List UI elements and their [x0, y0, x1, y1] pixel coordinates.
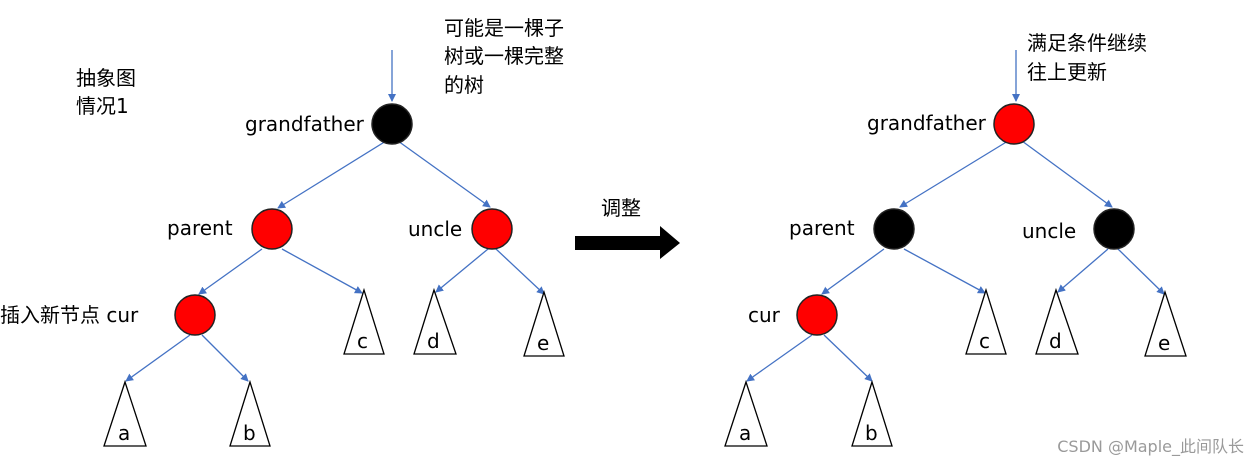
- edge-parent-cur: [821, 248, 885, 295]
- edge-uncle-d: [1057, 248, 1109, 293]
- left-subtree-d-label: d: [427, 329, 440, 353]
- right-subtree-c: [965, 287, 1007, 355]
- left-subtree-d: [413, 287, 457, 355]
- right-subtree-a: [724, 379, 768, 447]
- right-subtree-b-label: b: [865, 421, 878, 445]
- right-grandfather-label: grandfather: [867, 111, 987, 135]
- right-tree: 满足条件继续 往上更新 grandfather parent uncle cur…: [724, 31, 1187, 447]
- right-cur-node: [796, 294, 838, 336]
- left-parent-label: parent: [167, 216, 233, 240]
- left-subtree-a: [103, 379, 147, 447]
- right-parent-node: [873, 208, 915, 250]
- left-grandfather-label: grandfather: [245, 112, 365, 136]
- edge-parent-c: [281, 248, 363, 294]
- edge-grandfather-parent: [277, 140, 387, 209]
- left-caption-line1: 抽象图: [76, 66, 136, 90]
- right-note-line2: 往上更新: [1027, 60, 1107, 84]
- left-subtree-e: [523, 289, 565, 357]
- right-subtree-e: [1144, 289, 1187, 357]
- watermark: CSDN @Maple_此间队长: [1057, 437, 1244, 457]
- left-subtree-a-label: a: [118, 421, 130, 445]
- left-caption-line2: 情况1: [76, 94, 129, 118]
- edge-grandfather-parent: [899, 140, 1009, 208]
- left-subtree-c: [343, 287, 385, 355]
- left-uncle-label: uncle: [408, 217, 462, 241]
- right-arrow-icon: [575, 226, 680, 259]
- left-uncle-node: [471, 208, 513, 250]
- left-tree: 抽象图 情况1 可能是一棵子 树或一棵完整 的树 grandfather par…: [0, 16, 565, 447]
- edge-parent-cur: [198, 248, 263, 295]
- edge-uncle-e: [495, 248, 545, 295]
- left-subtree-c-label: c: [357, 329, 368, 353]
- left-cur-label: 插入新节点 cur: [0, 303, 139, 327]
- edge-cur-b: [823, 334, 873, 382]
- right-uncle-label: uncle: [1022, 219, 1076, 243]
- transition-label: 调整: [601, 196, 641, 220]
- right-note-line1: 满足条件继续: [1027, 31, 1147, 55]
- right-subtree-b: [851, 379, 893, 447]
- edge-uncle-e: [1117, 248, 1165, 295]
- left-cur-node: [174, 294, 216, 336]
- left-parent-node: [251, 208, 293, 250]
- edge-cur-a: [125, 334, 191, 382]
- transition: 调整: [575, 196, 680, 259]
- edge-grandfather-uncle: [397, 140, 491, 208]
- left-subtree-b: [229, 379, 271, 447]
- left-note-line3: 的树: [444, 73, 484, 97]
- left-subtree-b-label: b: [243, 421, 256, 445]
- right-parent-label: parent: [789, 216, 855, 240]
- edge-uncle-d: [435, 248, 489, 293]
- left-note-line2: 树或一棵完整: [444, 44, 564, 68]
- edge-cur-b: [201, 334, 249, 382]
- edge-grandfather-uncle: [1021, 140, 1113, 208]
- right-subtree-d: [1035, 287, 1079, 355]
- right-subtree-d-label: d: [1049, 329, 1062, 353]
- right-subtree-e-label: e: [1158, 331, 1170, 355]
- right-uncle-node: [1093, 208, 1135, 250]
- left-subtree-e-label: e: [537, 331, 549, 355]
- left-note-line1: 可能是一棵子: [444, 16, 564, 40]
- right-cur-label: cur: [748, 303, 781, 327]
- edge-cur-a: [746, 334, 813, 382]
- right-subtree-a-label: a: [739, 421, 751, 445]
- edge-parent-c: [903, 248, 986, 294]
- right-subtree-c-label: c: [979, 329, 990, 353]
- right-grandfather-node: [993, 103, 1035, 145]
- left-grandfather-node: [371, 103, 413, 145]
